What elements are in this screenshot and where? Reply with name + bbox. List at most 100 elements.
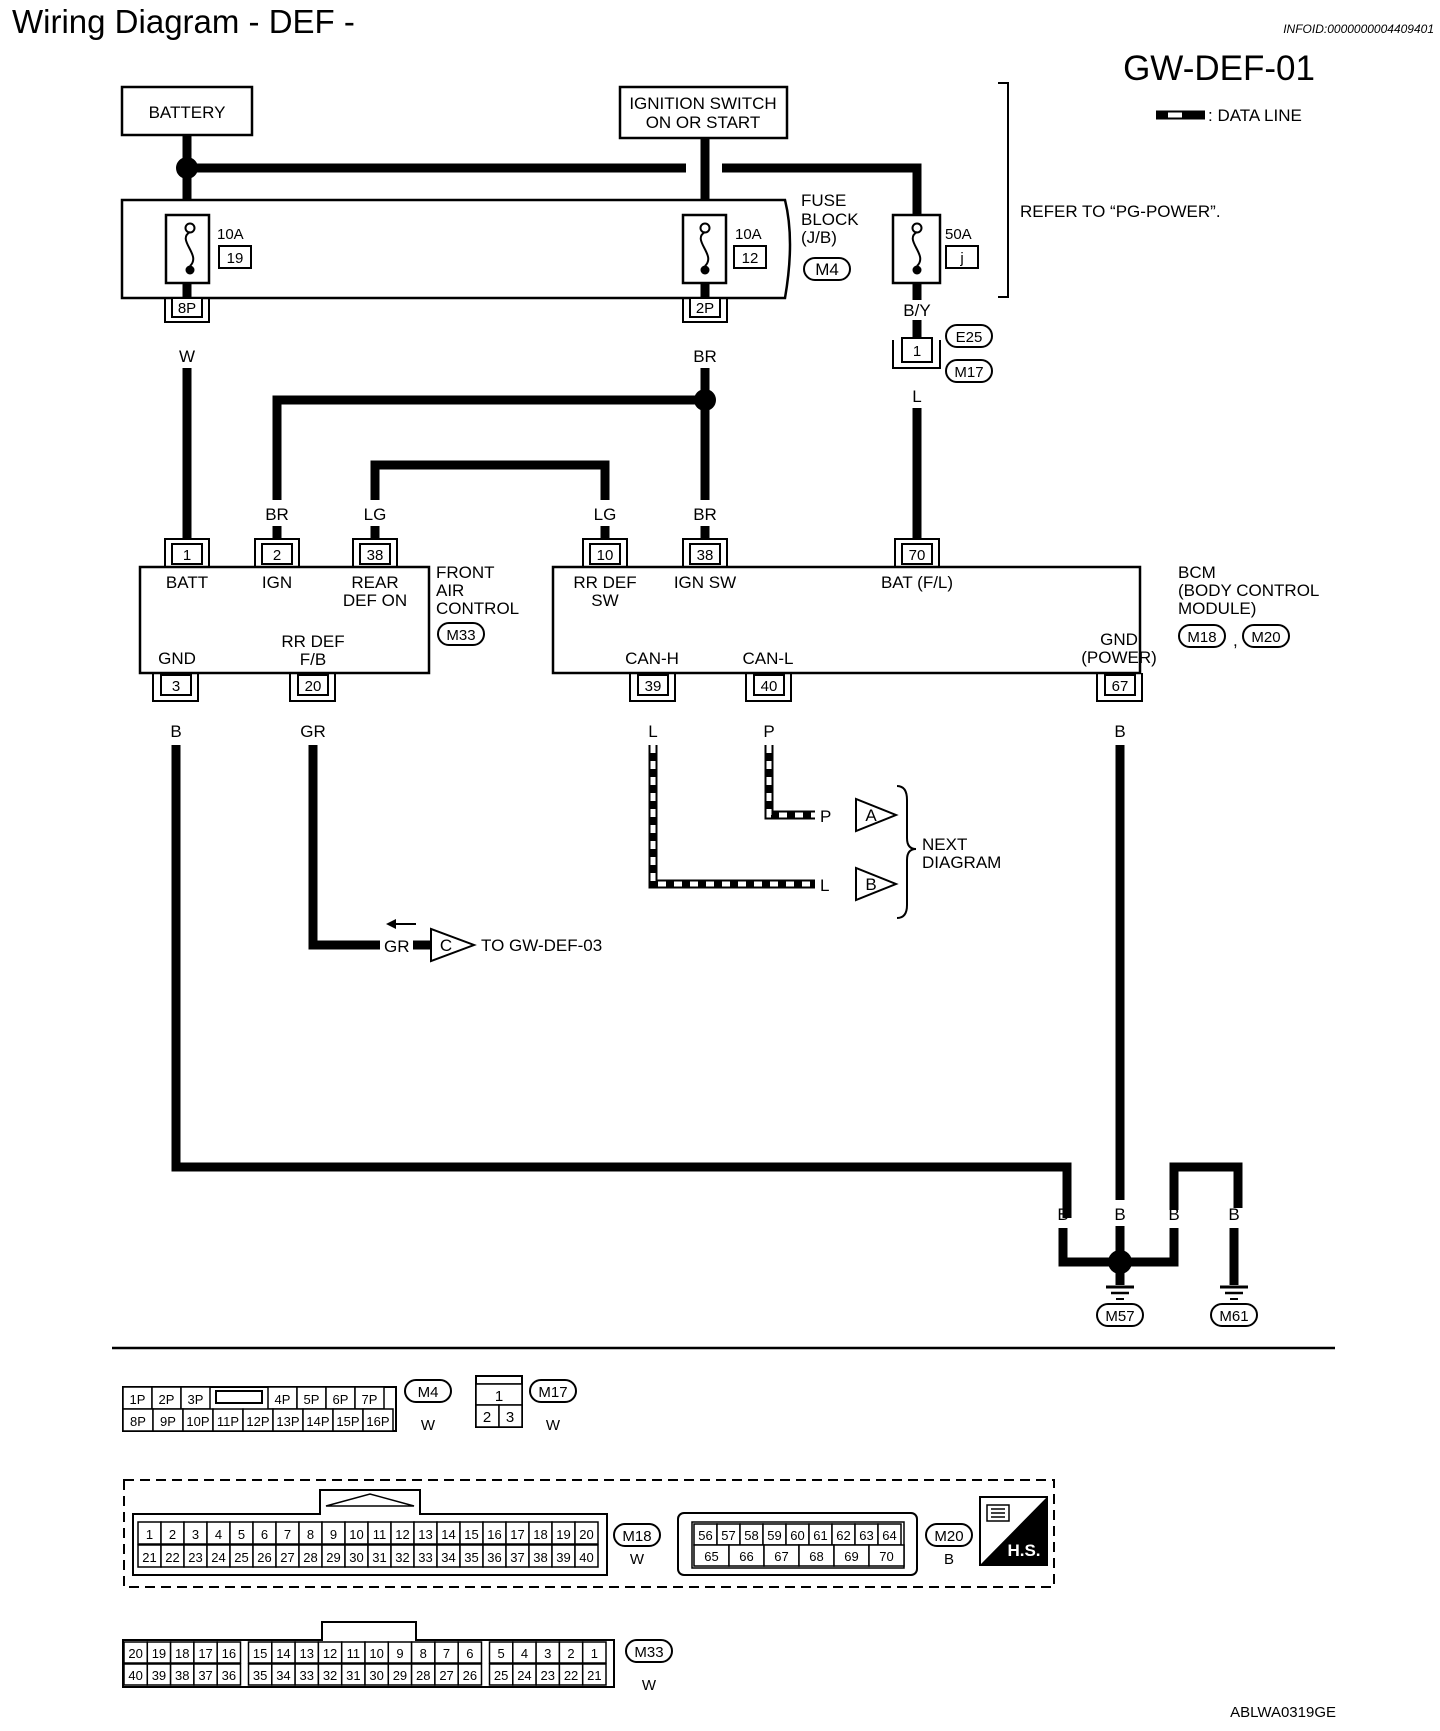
connector-pin: 2 — [169, 1527, 176, 1542]
svg-text:2: 2 — [273, 547, 281, 564]
connector-pin: 23 — [541, 1668, 555, 1683]
svg-text:1: 1 — [913, 343, 921, 360]
bcm-label-1: BCM — [1178, 563, 1216, 582]
connector-pin: 40 — [128, 1668, 142, 1683]
to-c-arrow — [430, 927, 477, 963]
fuse-19-number: 19 — [227, 250, 244, 267]
connector-pin: 2P — [159, 1392, 175, 1407]
figure-code: ABLWA0319GE — [1230, 1704, 1336, 1721]
connector-pin: 66 — [739, 1549, 753, 1564]
hs-icon: H.S. — [979, 1496, 1048, 1566]
fac-connector: M33 — [446, 627, 475, 644]
wire-label-lg-1: LG — [364, 505, 387, 524]
connector-pin: 2 — [567, 1646, 574, 1661]
connector-pin: 33 — [418, 1550, 432, 1565]
connector-pin: 15 — [253, 1646, 267, 1661]
bcm-can-h-label: CAN-H — [625, 649, 679, 668]
bcm-connector-m18: M18 — [1187, 629, 1216, 646]
connector-m33-name: M33 — [634, 1644, 663, 1661]
connector-pin: 1 — [591, 1646, 598, 1661]
connector-pin: 8 — [420, 1646, 427, 1661]
svg-text:8P: 8P — [178, 300, 196, 317]
bcm-rr-def-sw-label-1: RR DEF — [573, 573, 636, 592]
info-id: INFOID:0000000004409401 — [1283, 22, 1434, 36]
connector-pin: 16P — [366, 1414, 389, 1429]
connector-pin: 39 — [556, 1550, 570, 1565]
connector-pin: 10 — [349, 1527, 363, 1542]
bcm-terminal-39: 39 — [629, 673, 676, 702]
bcm-can-l-label: CAN-L — [742, 649, 793, 668]
connector-pin: 56 — [698, 1528, 712, 1543]
hs-dashed-group — [123, 1479, 1055, 1588]
connector-pin: 4 — [521, 1646, 528, 1661]
terminal-8p: 8P — [164, 297, 210, 323]
svg-text:E25: E25 — [956, 329, 983, 346]
connector-pin: 4 — [215, 1527, 222, 1542]
next-diagram-label-1: NEXT — [922, 835, 967, 854]
connector-pin: 12 — [395, 1527, 409, 1542]
ground-m61-oval — [1210, 1303, 1258, 1327]
next-b-arrow — [855, 866, 899, 902]
next-diagram-label-2: DIAGRAM — [922, 853, 1001, 872]
fuse-block-box — [120, 198, 792, 300]
svg-text:10: 10 — [597, 547, 614, 564]
ground-m57-label: M57 — [1105, 1308, 1134, 1325]
next-a-label: A — [865, 806, 877, 825]
ignition-label-1: IGNITION SWITCH — [629, 94, 776, 113]
connector-pin: 21 — [587, 1668, 601, 1683]
connector-m33-color: W — [642, 1677, 657, 1694]
fac-gnd-label: GND — [158, 649, 196, 668]
connector-pin: 3 — [192, 1527, 199, 1542]
connector-pin: 15 — [464, 1527, 478, 1542]
fac-rr-def-fb-label-1: RR DEF — [281, 632, 344, 651]
connector-pin: 24 — [517, 1668, 531, 1683]
connector-pin: 10 — [369, 1646, 383, 1661]
battery-box — [120, 85, 254, 137]
svg-text:70: 70 — [909, 547, 926, 564]
connector-pin: 6 — [466, 1646, 473, 1661]
svg-text:1: 1 — [183, 547, 191, 564]
fuse-j-amp: 50A — [945, 226, 972, 243]
connector-pin: 22 — [165, 1550, 179, 1565]
fac-label-1: FRONT — [436, 563, 495, 582]
connector-pin: 35 — [464, 1550, 478, 1565]
connector-pin: 34 — [441, 1550, 455, 1565]
bcm-ign-sw-label: IGN SW — [674, 573, 736, 592]
can-h-data-line — [648, 745, 815, 889]
connector-pin: 39 — [152, 1668, 166, 1683]
connector-pin: 58 — [744, 1528, 758, 1543]
next-a-arrow — [855, 797, 899, 833]
connector-pin: 7 — [284, 1527, 291, 1542]
connector-pin: 7 — [443, 1646, 450, 1661]
connector-pin: 9P — [160, 1414, 176, 1429]
wire-label-p-can: P — [763, 722, 774, 741]
fac-rr-def-fb-label-2: F/B — [300, 650, 326, 669]
fuse-12: 10A 12 — [681, 213, 767, 298]
connector-pin: 37 — [510, 1550, 524, 1565]
connector-pin: 25 — [494, 1668, 508, 1683]
connector-pin: 16 — [487, 1527, 501, 1542]
wire-lg — [370, 460, 610, 500]
ground-wiring — [1058, 1162, 1248, 1300]
connector-pin: 60 — [790, 1528, 804, 1543]
connector-pin: 19 — [556, 1527, 570, 1542]
connector-pin: 6P — [333, 1392, 349, 1407]
fuse-12-number: 12 — [742, 250, 759, 267]
connector-pin: 32 — [323, 1668, 337, 1683]
to-gw-def-03-text[interactable]: TO GW-DEF-03 — [481, 936, 602, 955]
connector-pin: 67 — [774, 1549, 788, 1564]
fuse-block-connector-oval — [803, 257, 851, 281]
fac-label-3: CONTROL — [436, 599, 519, 618]
connector-pin: 27 — [280, 1550, 294, 1565]
wire-label-b-gnd: B — [170, 722, 181, 741]
wire-label-lg-2: LG — [594, 505, 617, 524]
connector-pin: 69 — [844, 1549, 858, 1564]
fac-terminal-38: 38 — [352, 538, 398, 567]
wire-b-fac-gnd — [171, 745, 1072, 1218]
fac-ign-label: IGN — [262, 573, 292, 592]
connector-m20-name: M20 — [934, 1528, 963, 1545]
svg-text:2P: 2P — [696, 300, 714, 317]
